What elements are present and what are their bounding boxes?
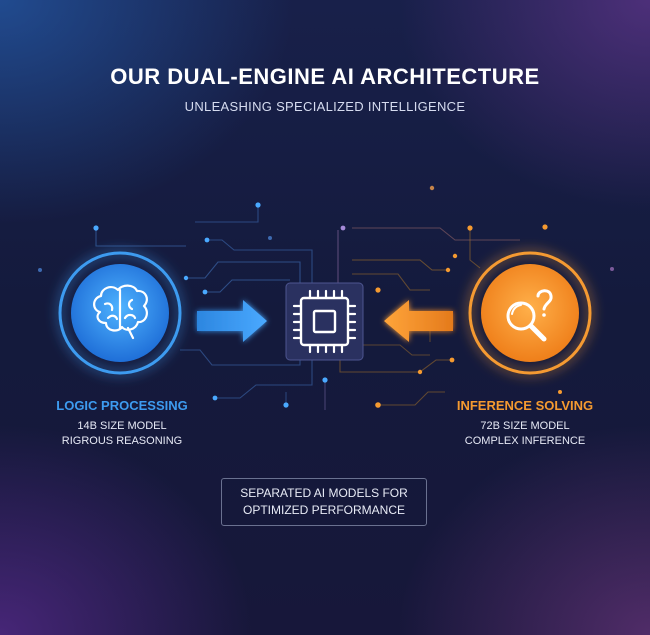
inference-engine-title: INFERENCE SOLVING <box>456 398 594 413</box>
circuit-nodes <box>38 185 614 408</box>
orange-arrow-icon <box>384 300 453 342</box>
logic-engine-node <box>58 251 182 375</box>
summary-note-line1: SEPARATED AI MODELS FOR <box>240 486 408 500</box>
logic-engine-desc: RIGROUS REASONING <box>61 435 183 447</box>
circuit-traces <box>95 205 520 410</box>
logic-engine-title: LOGIC PROCESSING <box>56 398 188 413</box>
summary-note-line2: OPTIMIZED PERFORMANCE <box>242 503 405 517</box>
cpu-chip-icon <box>285 282 364 361</box>
inference-engine-desc: COMPLEX INFERENCE <box>464 435 586 447</box>
magnifier-question-icon <box>506 289 553 342</box>
page-title: OUR DUAL-ENGINE AI ARCHITECTURE <box>110 64 540 89</box>
logic-engine-size: 14B SIZE MODEL <box>77 420 167 432</box>
page-subtitle: UNLEASHING SPECIALIZED INTELLIGENCE <box>184 99 466 114</box>
inference-engine-node <box>468 251 592 375</box>
inference-engine-size: 72B SIZE MODEL <box>480 420 570 432</box>
brain-icon <box>93 284 148 340</box>
blue-arrow-icon <box>197 300 267 342</box>
summary-note-box: SEPARATED AI MODELS FOR OPTIMIZED PERFOR… <box>221 478 427 526</box>
